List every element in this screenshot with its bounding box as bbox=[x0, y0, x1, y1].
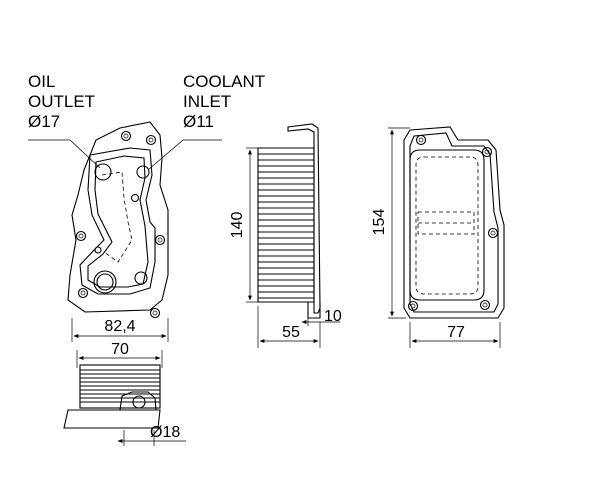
bottom-width-dim: 70 bbox=[111, 341, 129, 358]
front-flange-outline bbox=[67, 121, 169, 313]
oil-outlet-label: OIL OUTLET Ø17 bbox=[28, 72, 95, 132]
bottom-view: 70 Ø18 bbox=[63, 341, 186, 446]
side-fin-block bbox=[257, 147, 315, 303]
side-height-dim: 140 bbox=[229, 212, 246, 239]
oil-outlet-port bbox=[94, 163, 112, 181]
front-bolt-holes bbox=[75, 130, 166, 319]
front-gasket-inner bbox=[87, 155, 149, 288]
side-depth-dim: 55 bbox=[282, 324, 300, 341]
front-gasket-outer bbox=[79, 147, 156, 295]
side-view: 140 55 10 bbox=[229, 123, 342, 348]
rear-inner-outline bbox=[409, 132, 499, 313]
bottom-port-hole bbox=[132, 395, 146, 409]
bottom-port-boss bbox=[119, 391, 157, 411]
oil-outlet-line-1: OIL bbox=[28, 72, 56, 91]
side-mounting-plate bbox=[287, 123, 321, 314]
front-width-dim: 82,4 bbox=[104, 318, 135, 335]
coolant-inlet-label: COOLANT INLET Ø11 bbox=[183, 72, 265, 132]
rear-outline bbox=[403, 126, 505, 319]
coolant-inlet-leader bbox=[147, 139, 222, 171]
bottom-fins bbox=[80, 369, 160, 403]
rear-core bbox=[409, 149, 485, 301]
front-view: 82,4 bbox=[28, 121, 222, 342]
oil-outlet-line-3: Ø17 bbox=[28, 112, 61, 131]
lower-right-port bbox=[134, 271, 148, 285]
rear-bolt-holes bbox=[407, 134, 499, 312]
bottom-flange bbox=[63, 409, 161, 429]
rear-height-dim: 154 bbox=[371, 209, 388, 236]
side-flange-dim: 10 bbox=[324, 308, 342, 325]
rear-view: 154 77 bbox=[371, 126, 505, 348]
bottom-port-dim: Ø18 bbox=[150, 424, 180, 441]
oil-outlet-line-2: OUTLET bbox=[28, 92, 96, 111]
rear-core-hidden bbox=[415, 156, 479, 295]
rear-label-plate bbox=[417, 211, 475, 235]
lower-port-outer bbox=[93, 270, 117, 294]
coolant-inlet-line-3: Ø11 bbox=[183, 112, 214, 131]
front-inner-cavity bbox=[101, 171, 133, 263]
rear-width-dim: 77 bbox=[447, 324, 465, 341]
coolant-inlet-line-2: INLET bbox=[183, 92, 232, 111]
coolant-inlet-line-1: COOLANT bbox=[183, 72, 266, 91]
coolant-inlet-port bbox=[136, 165, 150, 179]
side-fins bbox=[258, 153, 314, 299]
lower-port-inner bbox=[96, 273, 114, 291]
side-spigot bbox=[307, 302, 321, 319]
